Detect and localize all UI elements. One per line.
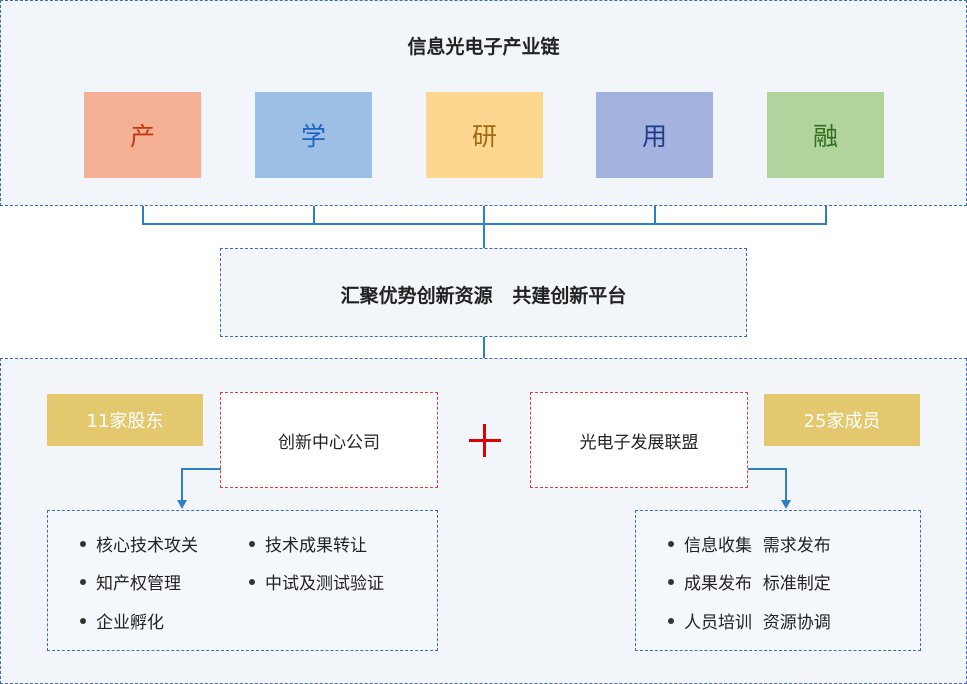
members-tag: 25家成员 [764, 394, 920, 446]
connector-drop-5 [825, 206, 827, 224]
connector-to-bottom [483, 337, 485, 359]
left-arrow-horizontal [181, 468, 221, 470]
list-item: 知产权管理 [80, 569, 181, 594]
list-item: 人员培训 资源协调 [668, 608, 831, 633]
innovation-center-functions [47, 510, 438, 651]
connector-to-middle [483, 224, 485, 249]
alliance-box: 光电子发展联盟 [530, 392, 748, 488]
list-item: 核心技术攻关 [80, 531, 198, 556]
plus-icon [469, 422, 501, 458]
box-research: 研 [426, 92, 543, 178]
list-item: 信息收集 需求发布 [668, 531, 831, 556]
box-application: 用 [596, 92, 713, 178]
platform-title: 汇聚优势创新资源 共建创新平台 [340, 285, 627, 307]
left-arrow-vertical [181, 468, 183, 502]
connector-drop-2 [313, 206, 315, 224]
alliance-label: 光电子发展联盟 [579, 432, 699, 453]
box-research-label: 研 [471, 122, 497, 151]
box-academia-label: 学 [300, 122, 326, 151]
connector-drop-3 [483, 206, 485, 224]
innovation-center-box: 创新中心公司 [220, 392, 438, 488]
list-item: 企业孵化 [80, 608, 164, 633]
right-arrow-head [781, 500, 791, 509]
connector-drop-1 [142, 206, 144, 224]
box-academia: 学 [255, 92, 372, 178]
innovation-center-label: 创新中心公司 [278, 432, 380, 453]
platform-panel [220, 248, 747, 337]
industry-chain-title: 信息光电子产业链 [407, 36, 560, 58]
list-item: 中试及测试验证 [249, 569, 384, 594]
right-arrow-horizontal [748, 468, 787, 470]
shareholders-tag-label: 11家股东 [86, 411, 164, 432]
shareholders-tag: 11家股东 [47, 394, 203, 446]
alliance-functions [635, 510, 921, 651]
box-application-label: 用 [641, 122, 667, 151]
box-finance: 融 [767, 92, 884, 178]
box-production-label: 产 [129, 122, 155, 151]
list-item: 技术成果转让 [249, 531, 367, 556]
members-tag-label: 25家成员 [803, 411, 881, 432]
list-item: 成果发布 标准制定 [668, 569, 831, 594]
left-arrow-head [177, 500, 187, 509]
box-production: 产 [84, 92, 201, 178]
connector-drop-4 [654, 206, 656, 224]
box-finance-label: 融 [812, 122, 838, 151]
right-arrow-vertical [785, 468, 787, 502]
